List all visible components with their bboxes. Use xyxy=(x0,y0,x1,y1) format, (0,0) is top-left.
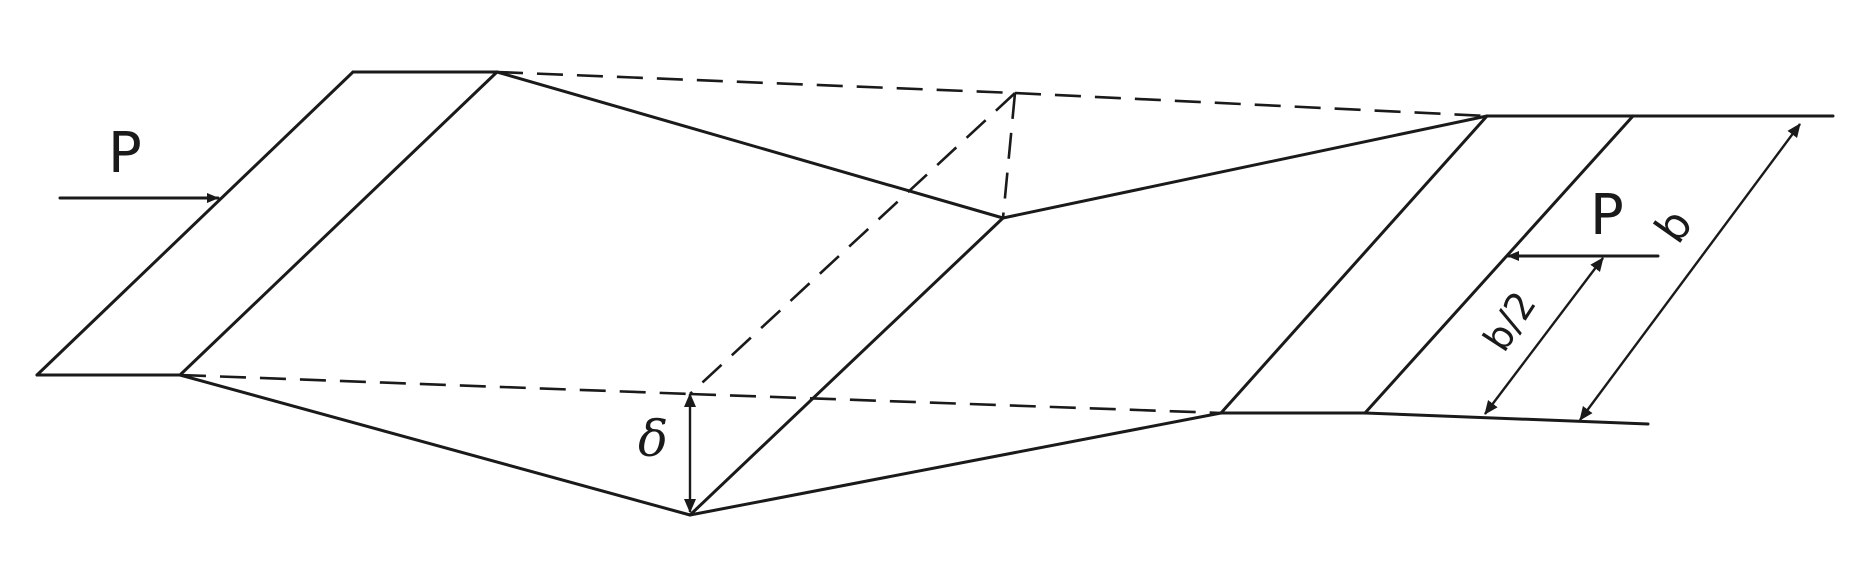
deformed-plate xyxy=(178,70,1489,517)
width-label: b xyxy=(1645,200,1703,252)
right-load-label: P xyxy=(1590,183,1624,248)
deflection-label: δ xyxy=(638,410,668,468)
right-end-strip xyxy=(1219,114,1835,426)
half-width-dimension xyxy=(1484,257,1604,415)
left-end-strip xyxy=(35,70,499,377)
width-dimension xyxy=(1579,123,1801,421)
left-load-label: P xyxy=(108,121,142,186)
undeformed-plate-outline xyxy=(179,70,1488,415)
